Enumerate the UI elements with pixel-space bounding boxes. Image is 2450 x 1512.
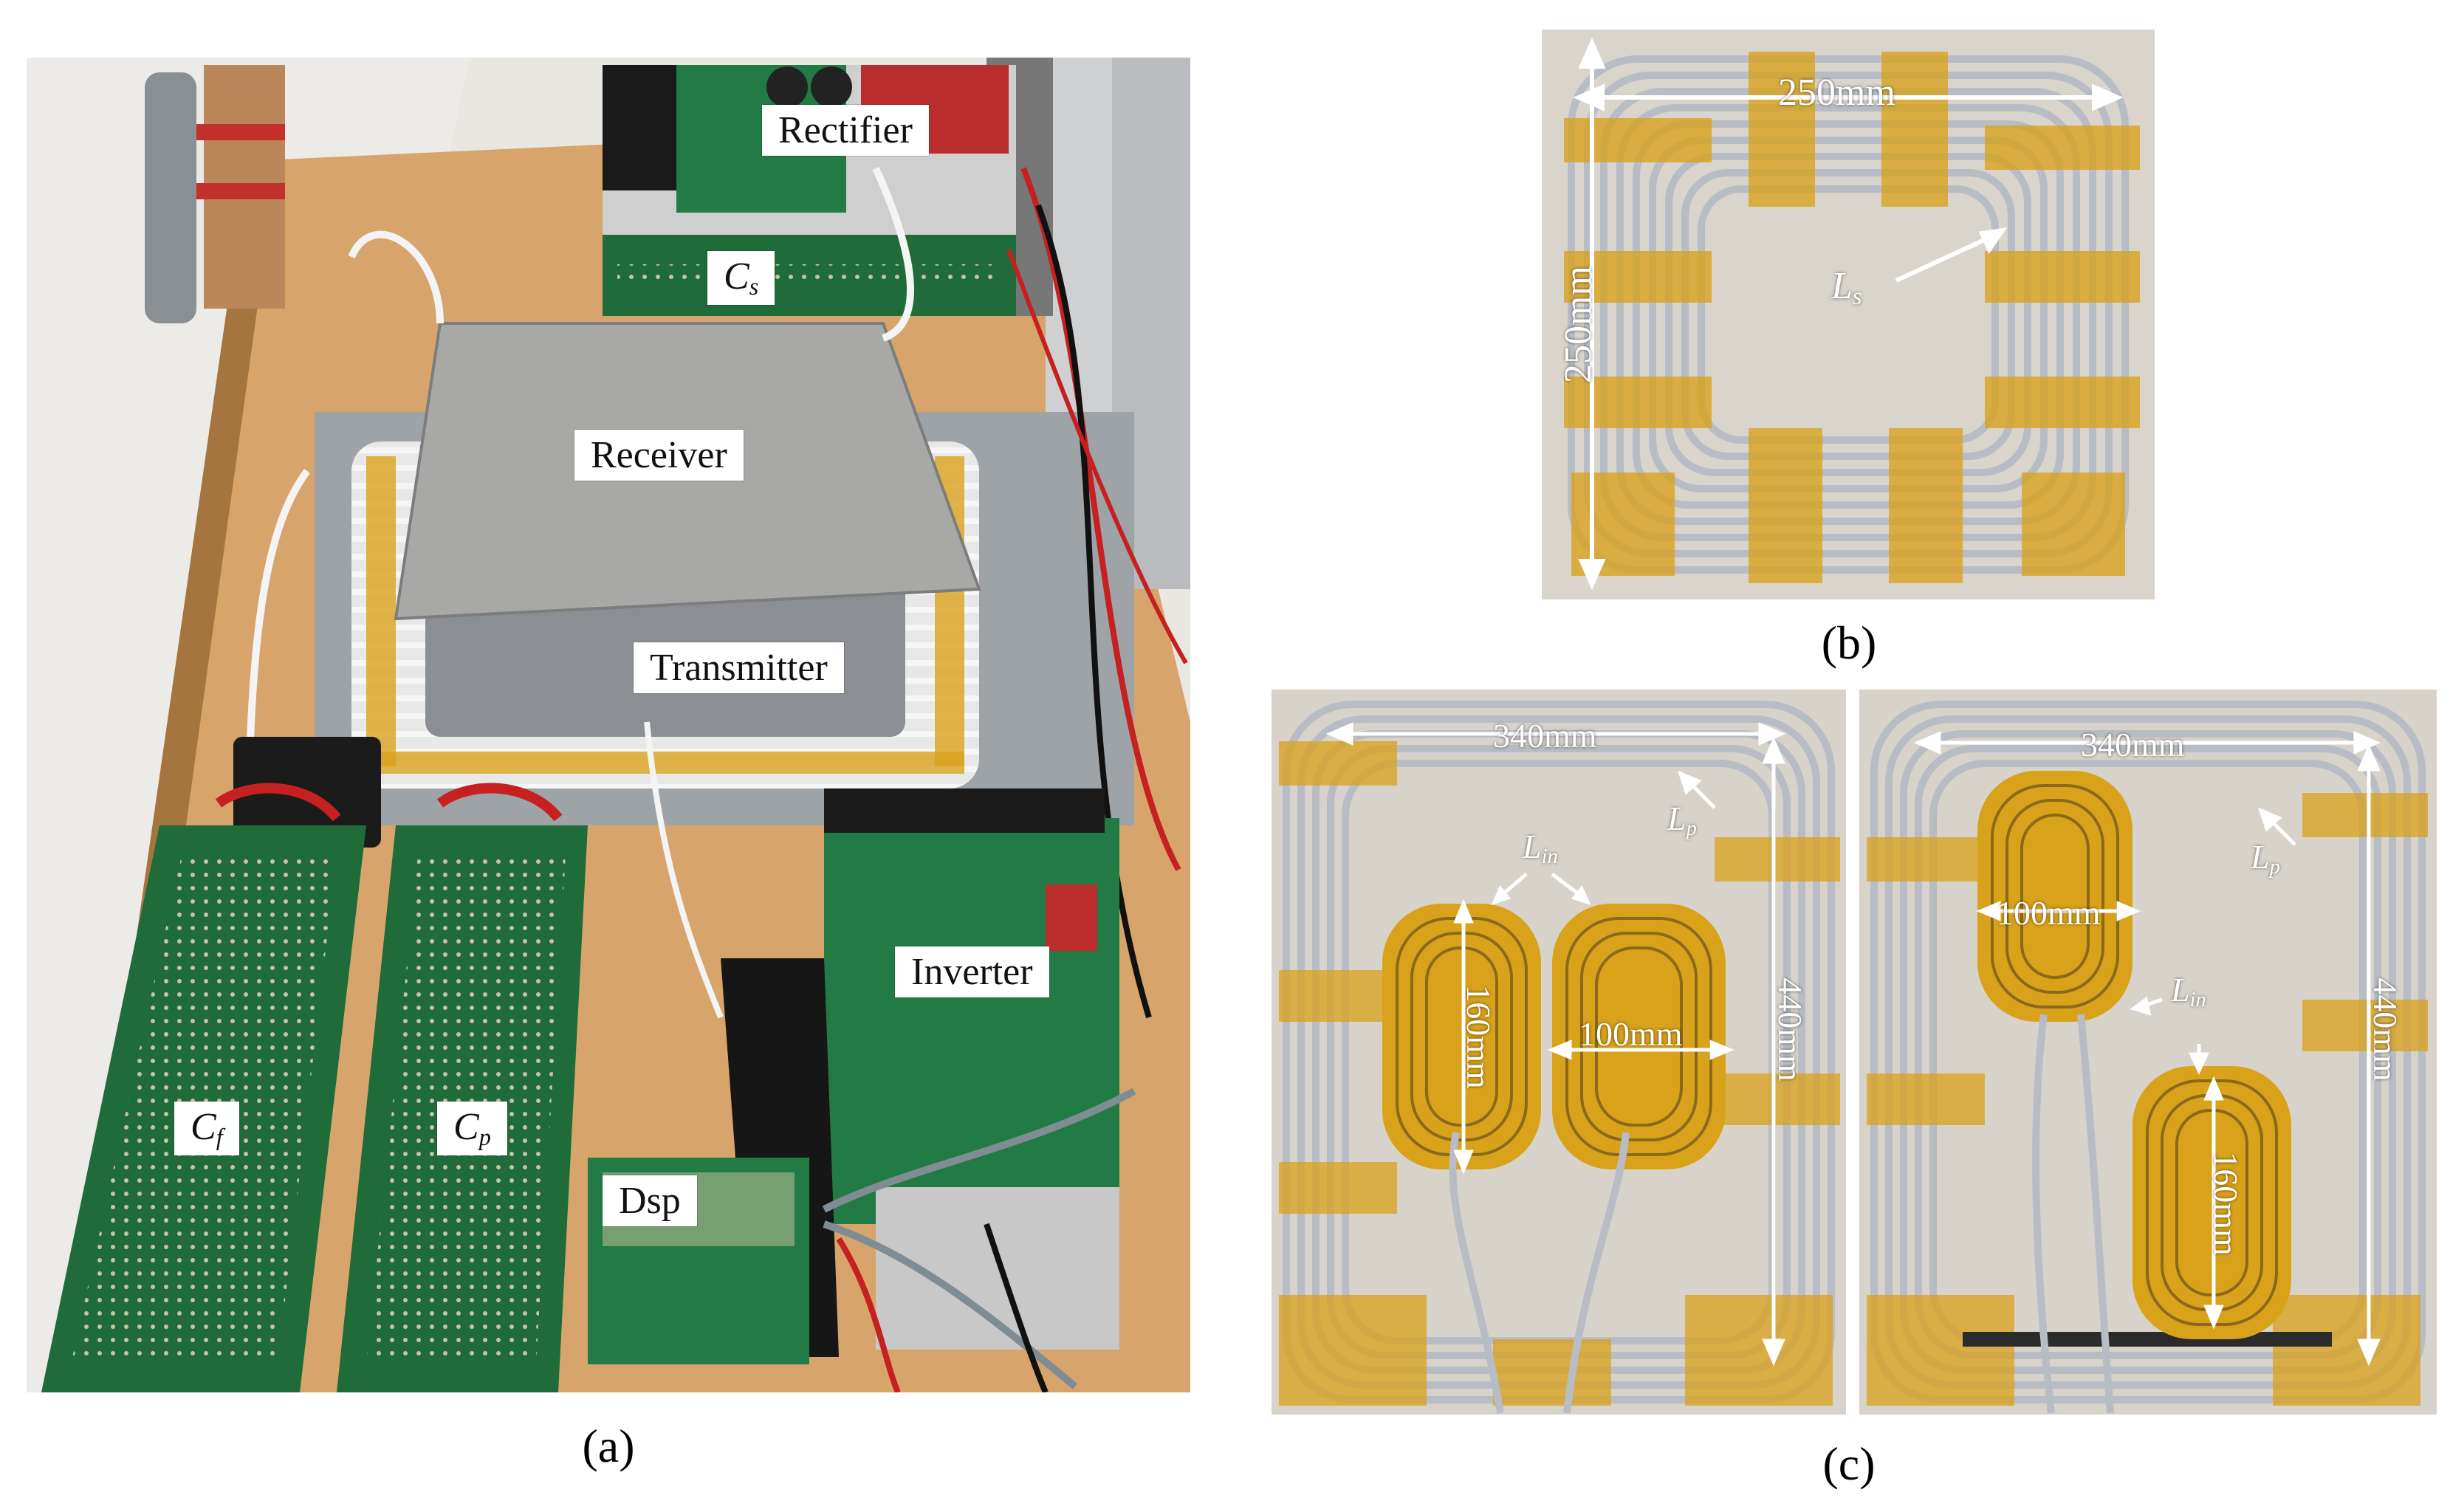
photo-panel-b: 250mm 250mm Ls (1542, 30, 2155, 599)
caption-a: (a) (582, 1420, 635, 1472)
lp-main-text: L (2251, 838, 2270, 876)
label-cp: Cp (437, 1102, 507, 1155)
transmitter-coil-staggered-photo (1859, 690, 2437, 1415)
dim-c-left-inner-width: 100mm (1579, 1015, 1683, 1053)
dim-c-right-inner-width: 100mm (1997, 894, 2101, 932)
dim-c-left-height: 440mm (1771, 977, 1809, 1082)
cs-sub-text: s (749, 273, 759, 300)
dim-c-right-width: 340mm (2081, 726, 2185, 763)
cf-sub-text: f (216, 1124, 223, 1151)
transmitter-coil-side-by-side-photo (1272, 690, 1846, 1415)
lin-main-text: L (1523, 828, 1542, 865)
label-c-left-lin: Lin (1523, 827, 1558, 869)
lp-sub-text: p (1686, 817, 1697, 841)
label-rectifier: Rectifier (762, 105, 929, 157)
cp-sub-text: p (478, 1124, 491, 1151)
cp-main-text: C (453, 1106, 479, 1148)
dim-c-right-inner-height: 160mm (2206, 1152, 2245, 1256)
label-inverter: Inverter (895, 946, 1049, 998)
label-transmitter: Transmitter (634, 642, 844, 694)
caption-b: (b) (1821, 616, 1877, 669)
transmitter-text: Transmitter (650, 647, 828, 689)
dim-b-horizontal: 250mm (1778, 72, 1895, 114)
dim-b-vertical: 250mm (1557, 266, 1599, 383)
ls-main-text: L (1831, 265, 1853, 307)
label-c-left-lp: Lp (1667, 799, 1697, 841)
inverter-text: Inverter (911, 951, 1033, 993)
label-dsp: Dsp (603, 1175, 697, 1227)
photo-panel-a: Rectifier Cs Receiver Transmitter Invert… (27, 58, 1190, 1392)
lin-sub-text: in (1541, 845, 1558, 869)
lp-sub-text: p (2269, 856, 2280, 879)
caption-c: (c) (1822, 1437, 1876, 1490)
receiver-coil-photo (1542, 30, 2155, 599)
photo-panel-c-right: 340mm 440mm Lp Lin 100mm 160mm (1859, 690, 2437, 1415)
dim-c-right-height: 440mm (2366, 977, 2404, 1082)
cf-main-text: C (191, 1106, 216, 1148)
ls-sub-text: s (1852, 283, 1862, 310)
receiver-text: Receiver (591, 434, 727, 476)
lin-main-text: L (2171, 971, 2190, 1008)
lp-main-text: L (1667, 800, 1686, 837)
rectifier-text: Rectifier (778, 109, 913, 151)
dsp-text: Dsp (619, 1180, 681, 1222)
label-cf: Cf (174, 1102, 239, 1155)
cs-main-text: C (724, 255, 749, 298)
label-receiver: Receiver (574, 430, 744, 481)
lin-sub-text: in (2189, 989, 2206, 1012)
dim-c-left-inner-height: 160mm (1459, 985, 1497, 1089)
label-ls: Ls (1831, 264, 1861, 310)
label-cs: Cs (707, 251, 775, 305)
label-c-right-lp: Lp (2251, 837, 2280, 879)
experimental-setup-photo (27, 58, 1190, 1392)
photo-panel-c-left: 340mm 440mm Lp Lin 160mm 100mm (1272, 690, 1846, 1415)
label-c-right-lin: Lin (2171, 970, 2206, 1012)
dim-c-left-width: 340mm (1493, 717, 1597, 755)
